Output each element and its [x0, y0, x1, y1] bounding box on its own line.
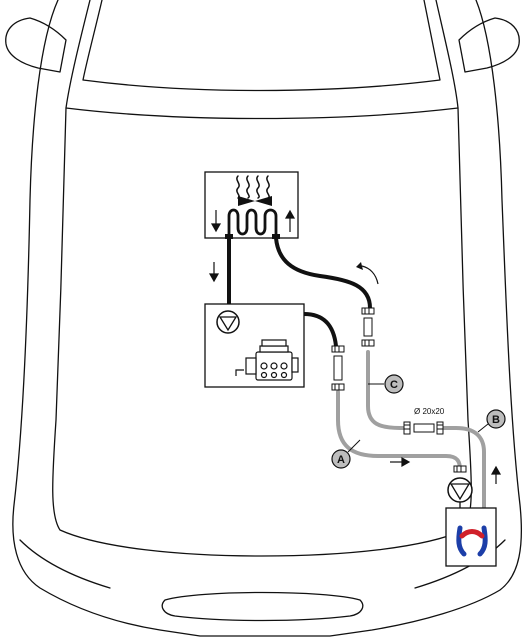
engine-compartment — [204, 303, 305, 388]
svg-text:B: B — [492, 414, 500, 426]
flow-arrow-icon — [210, 209, 296, 233]
engine-icon — [235, 339, 299, 381]
hood-line — [52, 107, 472, 557]
grey-hoses — [336, 350, 486, 516]
hose-a — [336, 390, 462, 472]
label-b: B — [477, 409, 506, 433]
flow-arrow-icon — [390, 456, 502, 484]
rotation-arrow-icon — [356, 262, 379, 285]
heat-exchanger-icon — [204, 171, 299, 239]
label-c: C — [368, 374, 404, 394]
mirror-right — [458, 17, 520, 73]
svg-text:A: A — [337, 454, 345, 466]
heater-unit-icon — [445, 507, 497, 567]
grille — [161, 591, 364, 622]
coolant-hose-return — [274, 236, 372, 310]
hose-c — [366, 350, 410, 430]
coolant-hose-engine — [302, 312, 338, 348]
car-outline — [5, 0, 523, 637]
diameter-label: Ø 20x20 — [414, 407, 445, 416]
bumper-right — [414, 539, 506, 589]
flow-arrow-icon — [208, 262, 220, 283]
svg-text:C: C — [390, 379, 398, 391]
car-body — [12, 0, 523, 637]
label-a: A — [331, 439, 361, 469]
windshield-inner — [82, 0, 441, 92]
fuel-pump-icon — [447, 477, 473, 508]
coolant-hoses — [227, 236, 372, 348]
windshield-outer — [65, 0, 459, 120]
mirror-left — [5, 17, 67, 73]
bumper-left — [19, 539, 111, 589]
heat-exchanger-box — [204, 171, 299, 239]
heater-box — [445, 507, 497, 567]
exchanger-coil — [227, 208, 278, 238]
hose-b — [440, 426, 486, 516]
water-pump-icon — [216, 310, 240, 334]
